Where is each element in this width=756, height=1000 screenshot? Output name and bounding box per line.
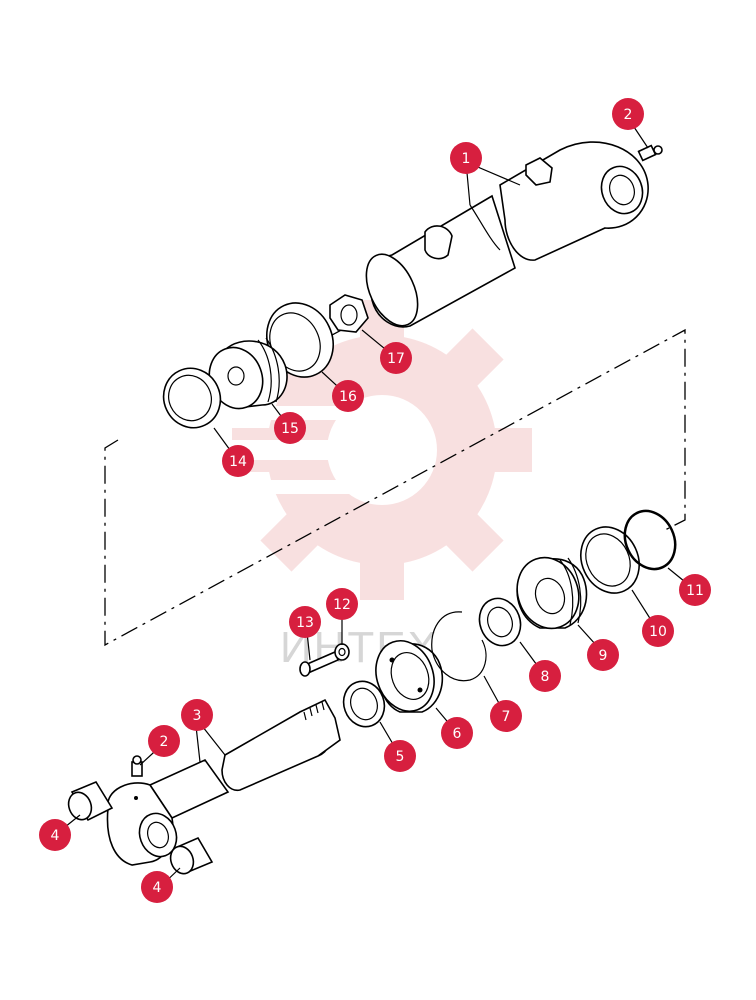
callout-c12: 12	[326, 588, 358, 620]
callout-c4b: 4	[141, 871, 173, 903]
callout-label: 3	[193, 708, 202, 724]
callout-circle	[587, 639, 619, 671]
callout-c7: 7	[490, 700, 522, 732]
callout-c8: 8	[529, 660, 561, 692]
callout-label: 2	[624, 107, 633, 123]
callout-c2b: 2	[148, 725, 180, 757]
callout-label: 10	[649, 624, 667, 640]
gland	[375, 640, 444, 713]
callout-label: 13	[296, 615, 314, 631]
callout-label: 1	[462, 151, 471, 167]
snap-ring	[431, 611, 487, 682]
bushing-left	[67, 780, 114, 822]
callout-label: 9	[599, 648, 608, 664]
callout-circle	[529, 660, 561, 692]
callout-c11: 11	[679, 574, 711, 606]
callout-circle	[612, 98, 644, 130]
callout-label: 5	[396, 749, 405, 765]
rod-seal	[478, 597, 522, 647]
callout-circle	[332, 380, 364, 412]
callout-c3: 3	[181, 699, 213, 731]
wear-ring	[162, 367, 222, 429]
lock-nut	[329, 294, 369, 333]
callout-label: 7	[502, 709, 511, 725]
callout-c16: 16	[332, 380, 364, 412]
callout-circle	[384, 740, 416, 772]
callout-c5: 5	[384, 740, 416, 772]
callout-label: 4	[51, 828, 60, 844]
cylinder-barrel	[365, 141, 649, 328]
callout-c17: 17	[380, 342, 412, 374]
callout-circle	[380, 342, 412, 374]
callout-label: 11	[686, 583, 704, 599]
callout-label: 12	[333, 597, 351, 613]
callout-c15: 15	[274, 412, 306, 444]
rod-wiper-ring	[342, 680, 386, 728]
callout-c10: 10	[642, 615, 674, 647]
bushing-right	[169, 836, 214, 875]
piston	[208, 337, 288, 410]
callout-label: 16	[339, 389, 357, 405]
callout-c2a: 2	[612, 98, 644, 130]
callout-circle	[148, 725, 180, 757]
callout-label: 14	[229, 454, 247, 470]
piston-rod	[148, 698, 341, 820]
callout-circle	[326, 588, 358, 620]
callout-circle	[490, 700, 522, 732]
callout-circle	[222, 445, 254, 477]
rod-end-eye	[106, 782, 178, 866]
callout-c1: 1	[450, 142, 482, 174]
callout-label: 6	[453, 726, 462, 742]
callout-label: 8	[541, 669, 550, 685]
callout-circle	[642, 615, 674, 647]
grease-fitting-top	[637, 144, 663, 162]
callout-circle	[450, 142, 482, 174]
backup-ring	[623, 509, 677, 571]
callout-circle	[39, 819, 71, 851]
washer	[334, 643, 350, 661]
callout-c13: 13	[289, 606, 321, 638]
callout-label: 15	[281, 421, 299, 437]
callout-circle	[441, 717, 473, 749]
callout-label: 4	[153, 880, 162, 896]
callout-label: 17	[387, 351, 405, 367]
callout-c4a: 4	[39, 819, 71, 851]
bolt	[299, 650, 340, 677]
grease-fitting-bottom	[131, 755, 143, 777]
callout-c6: 6	[441, 717, 473, 749]
callout-circle	[679, 574, 711, 606]
callout-circle	[181, 699, 213, 731]
callout-circle	[289, 606, 321, 638]
callout-label: 2	[160, 734, 169, 750]
assembly-centerline	[104, 328, 686, 647]
callout-c9: 9	[587, 639, 619, 671]
callout-circle	[141, 871, 173, 903]
callout-circle	[274, 412, 306, 444]
callout-c14: 14	[222, 445, 254, 477]
cylinder-head	[516, 556, 588, 630]
